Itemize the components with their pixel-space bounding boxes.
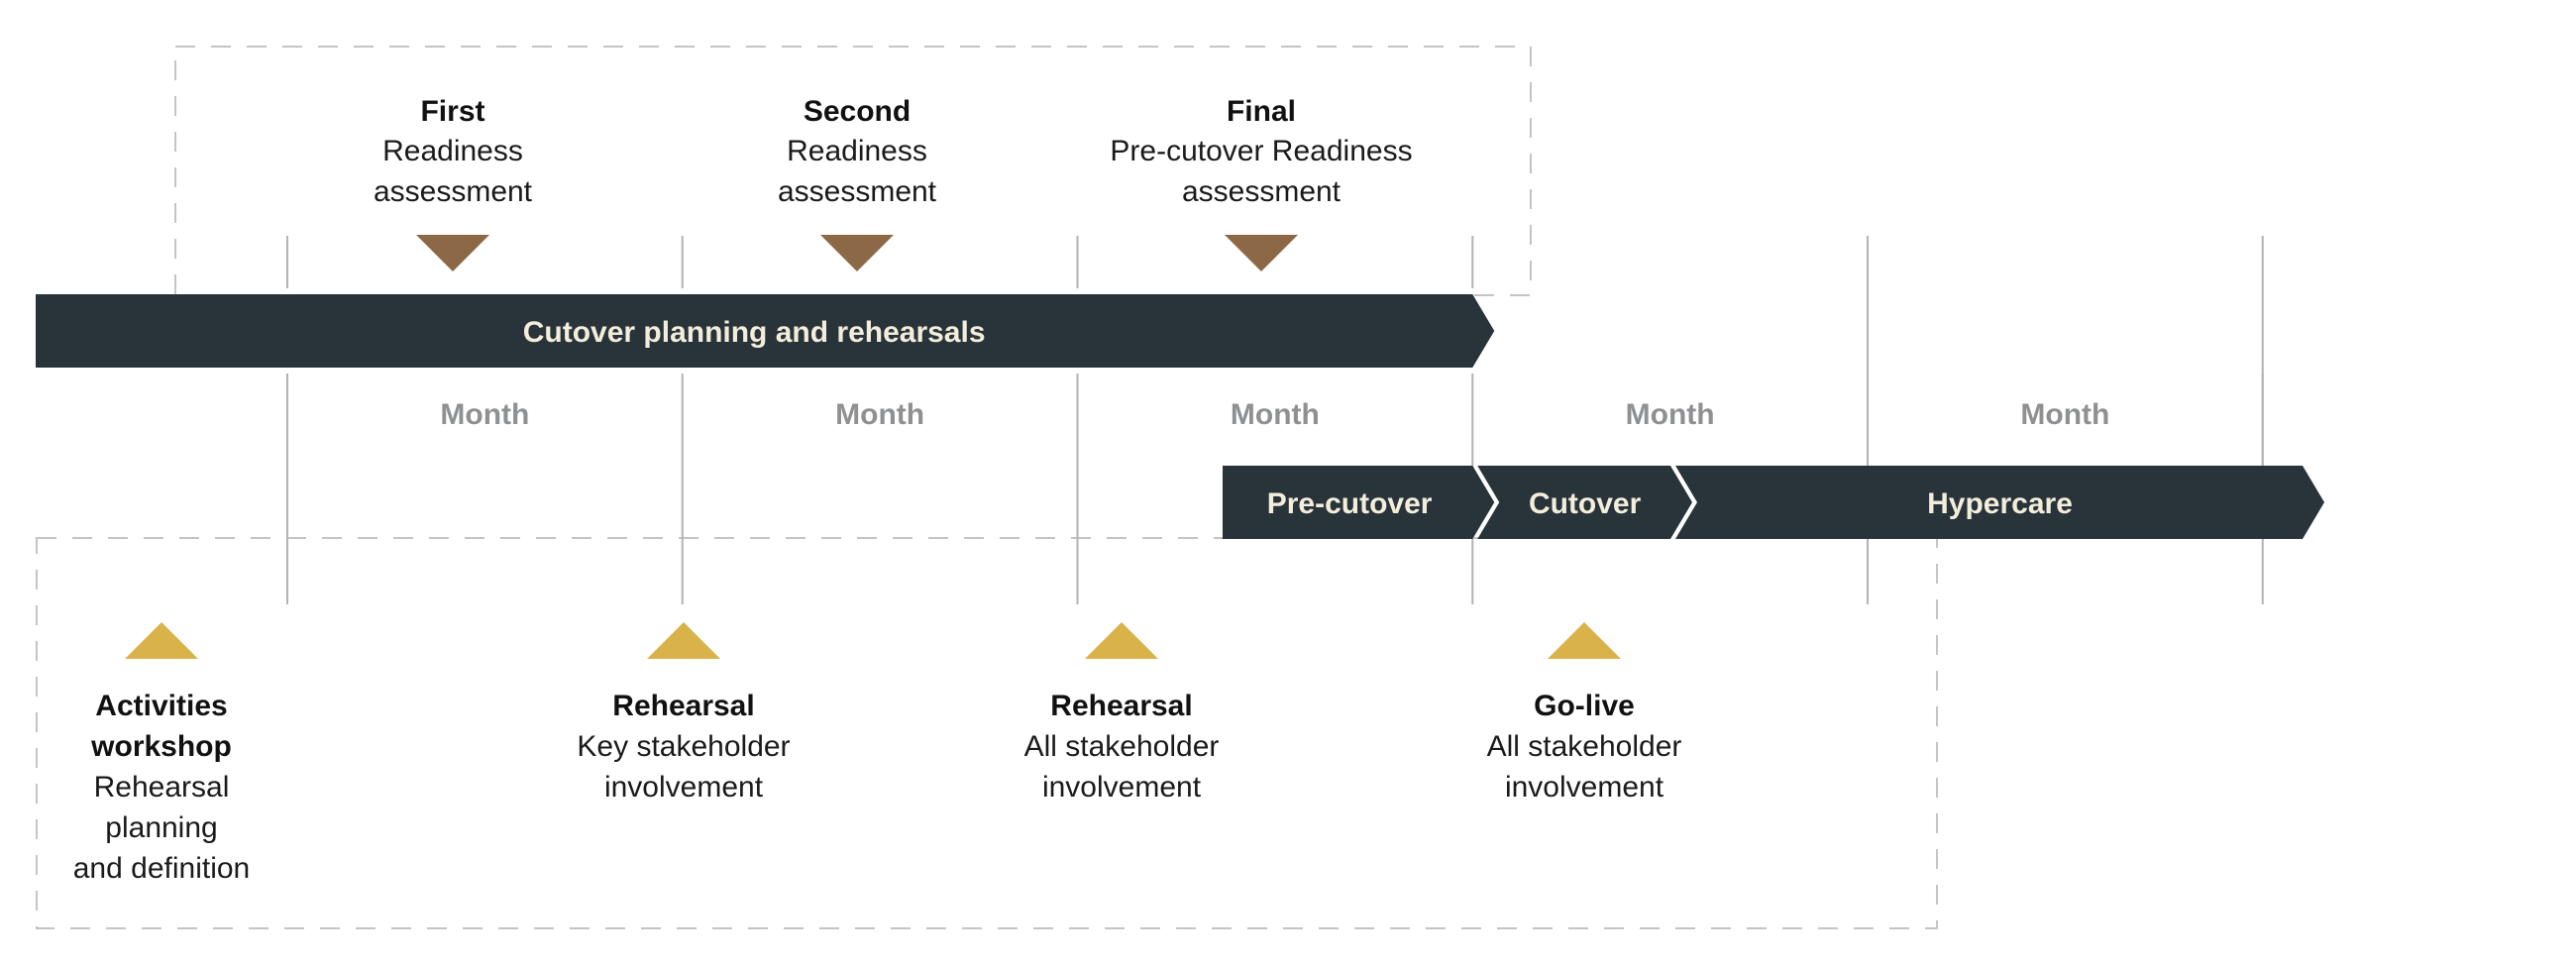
event-description: involvement: [1505, 771, 1664, 804]
month-label: Month: [835, 398, 924, 431]
event-marker-icon: [647, 622, 720, 659]
assessment-description: Pre-cutover Readiness: [1110, 135, 1412, 167]
event-marker-icon: [1085, 622, 1158, 659]
event-title: Go-live: [1534, 690, 1635, 722]
event-description: All stakeholder: [1487, 730, 1682, 763]
assessment-description: Readiness: [787, 135, 927, 167]
event-description: Rehearsal: [94, 771, 230, 804]
event-description: and definition: [73, 852, 250, 885]
month-label: Month: [440, 398, 529, 431]
assessment-title: Final: [1227, 95, 1296, 128]
planning-bar: [36, 294, 1495, 368]
phase-label: Pre-cutover: [1267, 487, 1433, 520]
assessment-title: First: [420, 95, 484, 128]
phase-chevron-hypercare: [1675, 466, 2324, 539]
event-description: planning: [105, 811, 217, 844]
event-title: Rehearsal: [612, 690, 754, 722]
planning-bar-label: Cutover planning and rehearsals: [523, 316, 986, 349]
event-description: involvement: [604, 771, 764, 804]
assessment-description: assessment: [1182, 175, 1342, 208]
assessment-marker-icon: [820, 235, 894, 271]
month-label: Month: [1626, 398, 1715, 431]
event-marker-icon: [1548, 622, 1621, 659]
assessment-description: assessment: [778, 175, 937, 208]
phase-chevron-pre-cutover: [1223, 466, 1495, 539]
planning-bar-group: Cutover planning and rehearsals: [36, 294, 1495, 368]
event-description: Key stakeholder: [577, 730, 790, 763]
phase-bar-group: Pre-cutover Cutover Hypercare: [1223, 466, 2324, 539]
phase-label: Cutover: [1529, 487, 1642, 520]
event-marker-icon: [125, 622, 198, 659]
month-label: Month: [1231, 398, 1320, 431]
event-description: involvement: [1042, 771, 1202, 804]
phase-label: Hypercare: [1927, 487, 2073, 520]
assessments-frame: [174, 46, 1532, 296]
event-title: workshop: [90, 730, 232, 763]
month-label: Month: [2020, 398, 2109, 431]
event-title: Activities: [95, 690, 227, 722]
assessment-marker-icon: [416, 235, 489, 271]
assessment-description: Readiness: [382, 135, 523, 167]
phase-chevron-cutover: [1477, 466, 1692, 539]
assessment-description: assessment: [374, 175, 533, 208]
month-labels: Month Month Month Month Month: [440, 398, 2109, 431]
event-title: Rehearsal: [1050, 690, 1192, 722]
assessment-title: Second: [804, 95, 911, 128]
assessment-marker-icon: [1225, 235, 1298, 271]
event-description: All stakeholder: [1024, 730, 1220, 763]
